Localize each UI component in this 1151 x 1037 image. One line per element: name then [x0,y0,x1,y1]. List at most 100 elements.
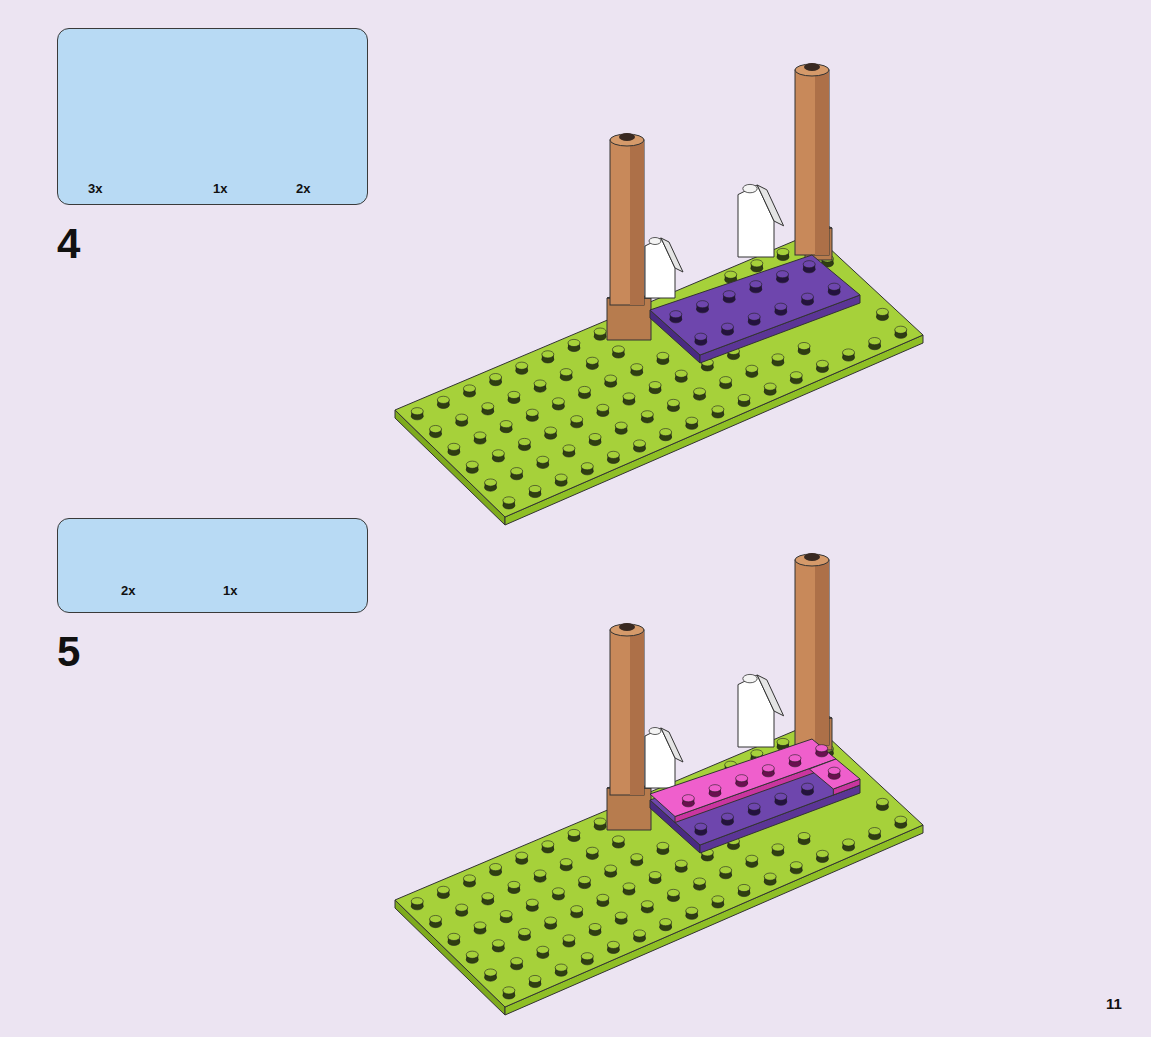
post [815,560,829,745]
stud [456,414,468,421]
stud [500,421,512,428]
post [804,63,820,71]
stud [738,394,750,401]
parts-panel: 3x1x2x [57,28,368,205]
stud [448,443,460,450]
stud [568,829,580,836]
post [630,630,644,795]
part-count: 3x [88,181,102,196]
stud [798,832,810,839]
post [610,134,644,146]
stud [789,755,801,762]
step-4-model [395,63,923,525]
stud [764,873,776,880]
stud [594,818,606,825]
stud [764,383,776,390]
stud [526,899,538,906]
stud [516,362,528,369]
stud [694,388,706,395]
stud [722,813,734,820]
step-number: 5 [57,628,80,676]
stud [876,798,888,805]
stud [748,313,760,320]
post [619,133,635,141]
stud [511,958,523,965]
stud [474,432,486,439]
part-count: 2x [121,583,135,598]
stud [895,326,907,333]
stud [746,365,758,372]
stud [605,375,617,382]
post [610,140,644,305]
stud [516,852,528,859]
stud [466,951,478,958]
shape [650,255,860,355]
stud [503,987,515,994]
stud [798,342,810,349]
step-5-model [395,553,923,1015]
stud [775,303,787,310]
stud [657,842,669,849]
stud [869,338,881,345]
stud [589,923,601,930]
stud [649,238,661,245]
stud [843,839,855,846]
stud [463,875,475,882]
stud [537,946,549,953]
stud [560,369,572,376]
stud [555,964,567,971]
stud [448,933,460,940]
shape [661,728,683,762]
stud [722,323,734,330]
stud [555,474,567,481]
stud [503,497,515,504]
stud [631,364,643,371]
stud [772,354,784,361]
stud [695,823,707,830]
stud [803,261,815,268]
part-count: 2x [296,181,310,196]
stud [634,930,646,937]
stud [649,382,661,389]
stud [571,906,583,913]
parts-panel: 2x1x [57,518,368,613]
stud [777,738,789,745]
stud [482,403,494,410]
stud [545,427,557,434]
stud [437,396,449,403]
stud [895,816,907,823]
shape [395,233,923,517]
stud [579,386,591,393]
stud [581,953,593,960]
stud [843,349,855,356]
stud [777,271,789,278]
stud [490,374,502,381]
shape [661,238,683,272]
stud [597,894,609,901]
stud [723,291,735,298]
stud [597,404,609,411]
stud [790,372,802,379]
stud [485,479,497,486]
stud [695,333,707,340]
stud [712,896,724,903]
stud [725,271,737,278]
stud [534,380,546,387]
stud [518,928,530,935]
stud [568,339,580,346]
stud [775,793,787,800]
stud [649,728,661,735]
stud [586,357,598,364]
post [619,623,635,631]
stud [607,941,619,948]
stud [748,803,760,810]
stud [743,674,757,682]
stud [720,377,732,384]
stud [529,485,541,492]
stud [649,872,661,879]
stud [552,888,564,895]
stud [508,391,520,398]
stud [816,360,828,367]
stud [869,828,881,835]
stud [511,468,523,475]
